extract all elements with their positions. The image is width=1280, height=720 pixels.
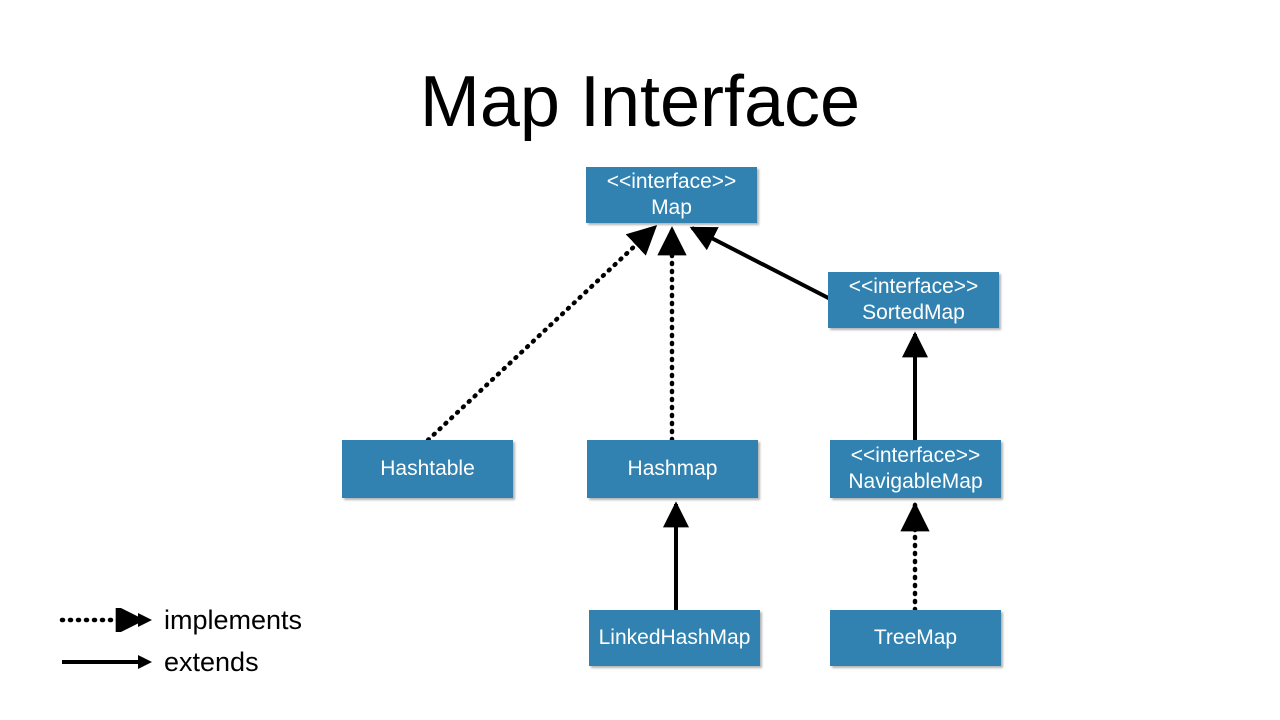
class-node-sortedmap[interactable]: <<interface>> SortedMap xyxy=(828,272,999,328)
dotted-arrow-icon xyxy=(59,608,152,632)
class-node-navigablemap-name: NavigableMap xyxy=(848,470,983,493)
class-node-treemap-name: TreeMap xyxy=(873,626,958,649)
legend: implements extends xyxy=(58,598,388,690)
class-node-linkedhashmap-name: LinkedHashMap xyxy=(598,626,751,649)
edge-hashtable-implements-map xyxy=(425,224,658,443)
class-node-hashmap[interactable]: Hashmap xyxy=(587,440,758,498)
class-node-treemap[interactable]: TreeMap xyxy=(830,610,1001,666)
edge-sortedmap-extends-map xyxy=(689,226,843,307)
class-node-hashtable-name: Hashtable xyxy=(380,457,475,480)
legend-item-extends: extends xyxy=(58,642,388,682)
page-title: Map Interface xyxy=(419,62,861,142)
class-node-linkedhashmap[interactable]: LinkedHashMap xyxy=(589,610,760,666)
legend-item-implements: implements xyxy=(58,600,388,640)
class-node-map-name: Map xyxy=(651,196,692,219)
solid-arrow-icon xyxy=(62,655,152,669)
class-node-sortedmap-name: SortedMap xyxy=(862,301,965,324)
class-node-navigablemap[interactable]: <<interface>> NavigableMap xyxy=(830,440,1001,498)
class-node-map-stereotype: <<interface>> xyxy=(606,170,737,193)
legend-label-extends: extends xyxy=(164,647,259,677)
class-node-navigablemap-stereotype: <<interface>> xyxy=(850,444,981,467)
legend-label-implements: implements xyxy=(164,605,303,635)
class-node-sortedmap-stereotype: <<interface>> xyxy=(848,275,979,298)
class-node-hashmap-name: Hashmap xyxy=(627,457,718,480)
class-node-hashtable[interactable]: Hashtable xyxy=(342,440,513,498)
class-node-map[interactable]: <<interface>> Map xyxy=(586,167,757,223)
